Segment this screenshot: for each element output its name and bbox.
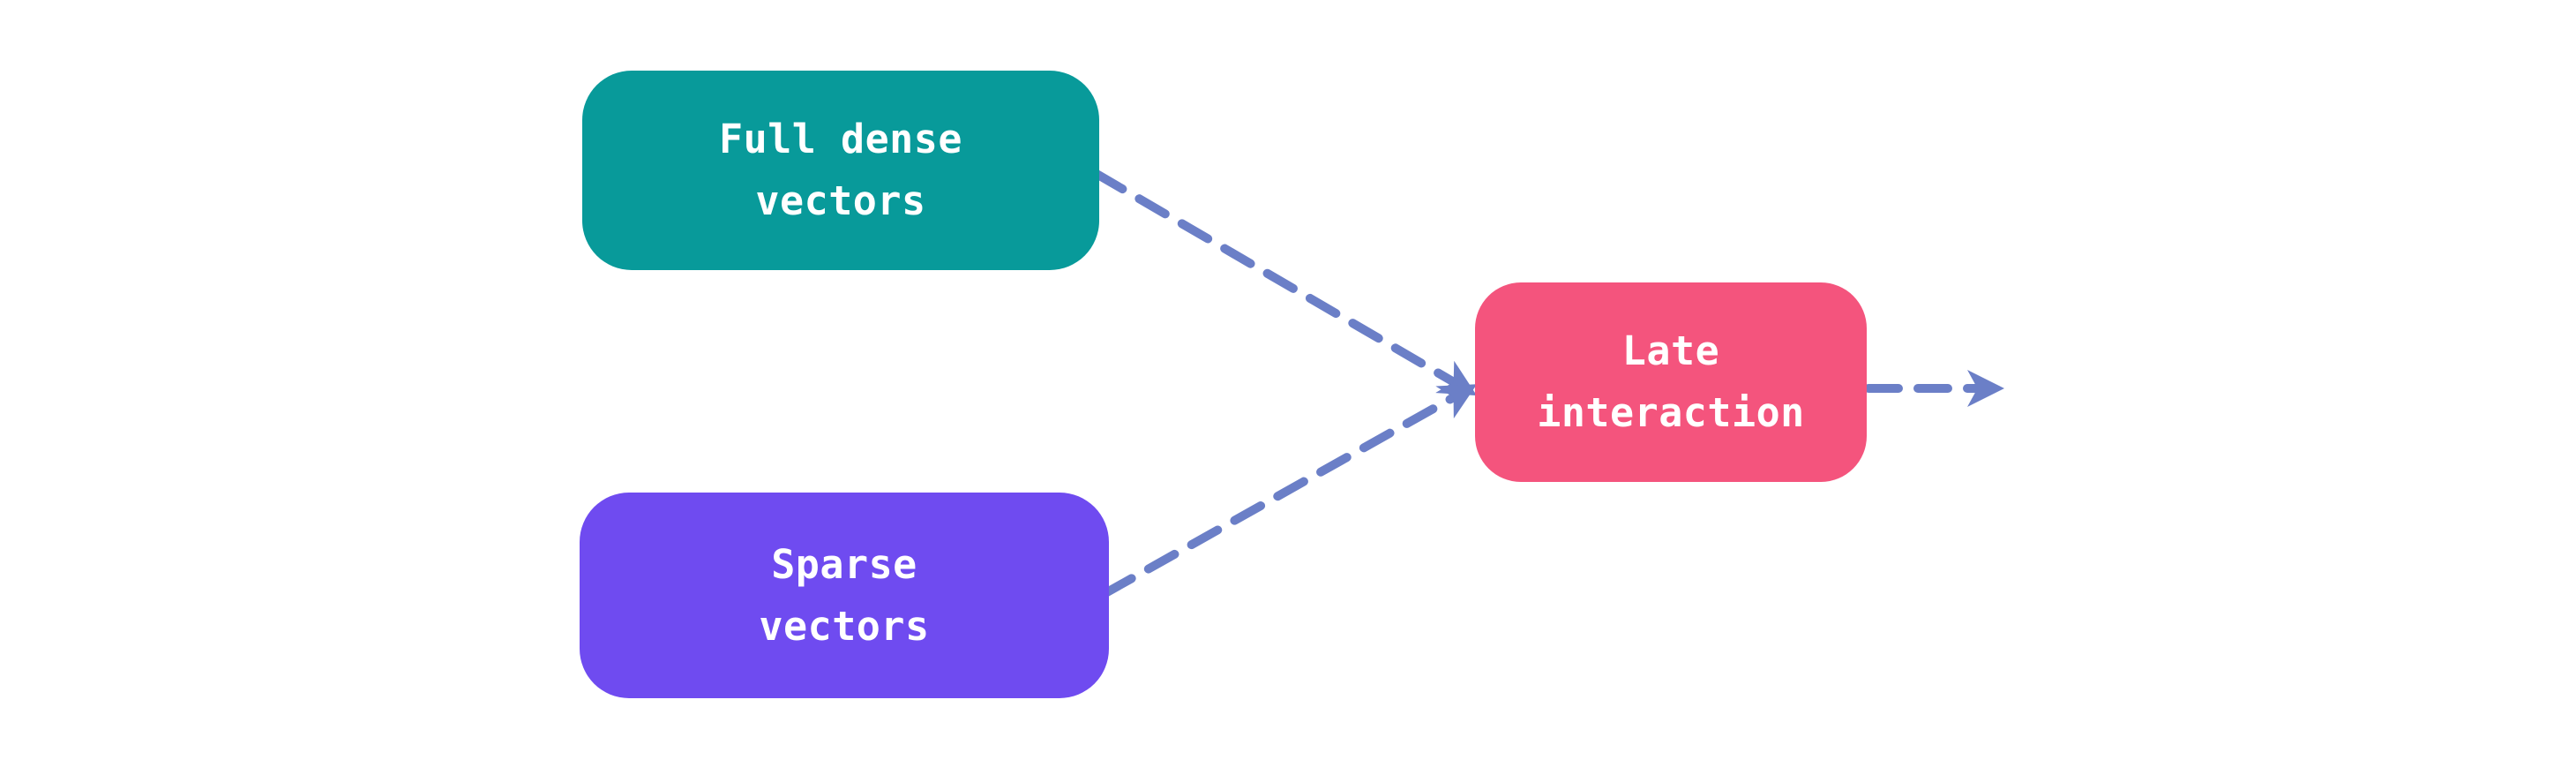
edge-sparse-to-late <box>1101 384 1478 598</box>
node-late-interaction[interactable]: Late interaction <box>1475 282 1867 482</box>
node-sparse-vectors[interactable]: Sparse vectors <box>580 493 1109 698</box>
node-full-dense-vectors[interactable]: Full dense vectors <box>582 71 1099 270</box>
edge-dense-to-late <box>1092 169 1478 396</box>
node-late-interaction-label: Late interaction <box>1537 327 1805 436</box>
node-full-dense-vectors-label: Full dense vectors <box>719 116 962 224</box>
node-sparse-vectors-label: Sparse vectors <box>759 540 930 650</box>
